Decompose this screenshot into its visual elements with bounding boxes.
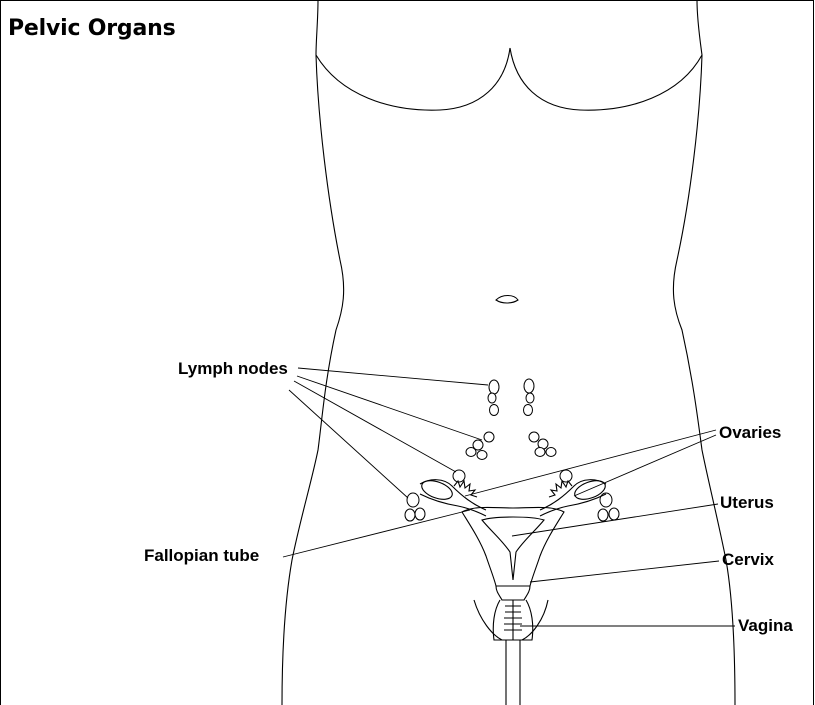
lymph-node (405, 509, 415, 521)
lymph-node (415, 508, 425, 520)
lymph-node (488, 393, 496, 403)
label-cervix: Cervix (722, 550, 775, 569)
lymph-node (477, 451, 487, 460)
lymph-node (526, 393, 534, 403)
label-ovaries: Ovaries (719, 423, 781, 442)
lymph-node (600, 493, 612, 507)
torso-outline (282, 0, 735, 705)
lymph-node (524, 379, 534, 393)
label-vagina: Vagina (738, 616, 793, 635)
lymph-node (407, 493, 419, 507)
label-lymph-nodes: Lymph nodes (178, 359, 288, 378)
lymph-node (466, 448, 476, 457)
left-ovary (419, 477, 455, 503)
lymph-node (598, 509, 608, 521)
uterus (462, 507, 564, 586)
label-uterus: Uterus (720, 493, 774, 512)
lymph-node (535, 448, 545, 457)
lymph-node (484, 432, 494, 442)
lymph-node (490, 405, 499, 416)
lymph-node (546, 448, 556, 457)
lymph-node (529, 432, 539, 442)
uterus-cervix-vagina (462, 507, 564, 705)
cervix (496, 586, 530, 600)
lymph-nodes-group (405, 379, 619, 521)
leader-lines (283, 368, 735, 626)
lymph-node (524, 405, 533, 416)
label-fallopian-tube: Fallopian tube (144, 546, 259, 565)
lymph-node (489, 380, 499, 394)
lymph-node (609, 508, 619, 520)
